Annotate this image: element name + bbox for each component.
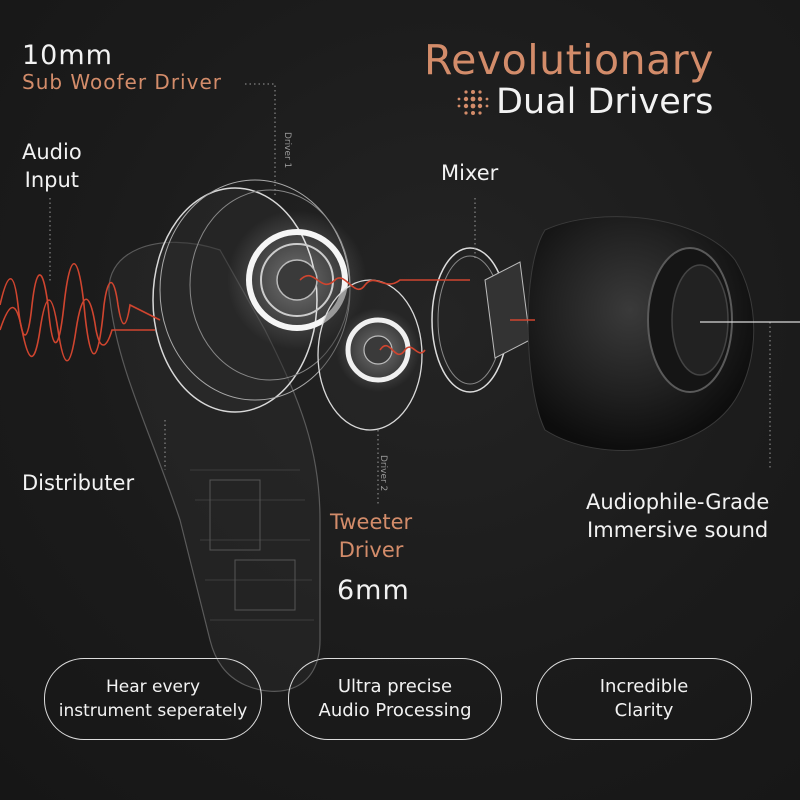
audiophile-label: Audiophile-Grade Immersive sound: [586, 488, 769, 544]
audiophile-line2: Immersive sound: [587, 518, 769, 542]
headline-line2: Dual Drivers: [496, 82, 714, 122]
tweeter-label: Tweeter Driver: [330, 508, 412, 564]
audio-input-line2: Input: [24, 168, 80, 192]
feature-3-line2: Clarity: [614, 700, 674, 721]
tweeter-line2: Driver: [338, 538, 404, 562]
tweeter-line1: Tweeter: [330, 510, 413, 534]
headline-line1: Revolutionary: [424, 36, 714, 84]
sub-woofer-driver: [152, 179, 367, 413]
sub-woofer-size: 10mm: [22, 40, 113, 71]
feature-pill-hear-every: Hear every instrument seperately: [44, 658, 262, 740]
feature-pill-incredible-clarity: Incredible Clarity: [536, 658, 752, 740]
audiophile-line1: Audiophile-Grade: [586, 490, 770, 514]
dots-grid-icon: [457, 90, 489, 115]
feature-1-line1: Hear every: [105, 677, 201, 697]
ear-tip: [527, 216, 755, 451]
leader-lines: [49, 83, 771, 505]
driver1-tag: Driver 1: [282, 132, 292, 169]
tweeter-size: 6mm: [337, 575, 410, 606]
tweeter-driver: [317, 279, 423, 431]
sound-wave: [0, 263, 535, 362]
feature-pill-ultra-precise: Ultra precise Audio Processing: [288, 658, 502, 740]
feature-2-line1: Ultra precise: [337, 676, 453, 697]
feature-2-line2: Audio Processing: [318, 700, 472, 721]
audio-input-label: Audio Input: [22, 138, 82, 194]
sub-woofer-label: Sub Woofer Driver: [22, 70, 222, 94]
audio-input-line1: Audio: [22, 140, 82, 164]
distributer-label: Distributer: [22, 471, 135, 495]
feature-1-line2: instrument seperately: [58, 701, 248, 721]
mixer-label: Mixer: [441, 161, 499, 185]
driver2-tag: Driver 2: [378, 455, 388, 492]
feature-3-line1: Incredible: [599, 676, 689, 697]
